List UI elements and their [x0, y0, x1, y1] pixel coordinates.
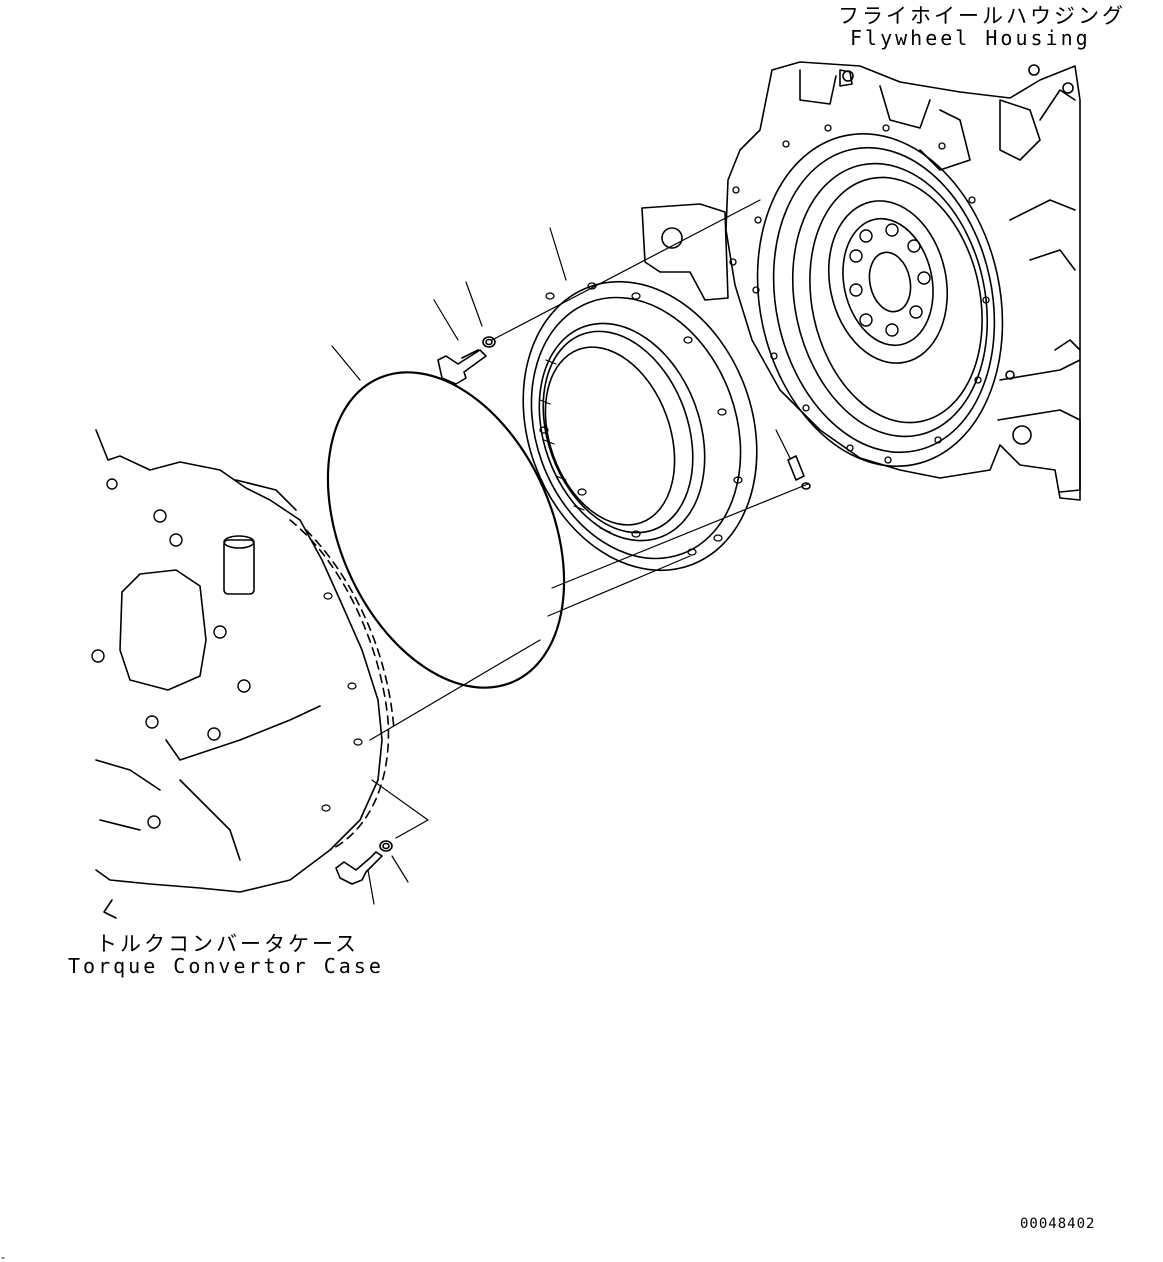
- flywheel-housing-label-en: Flywheel Housing: [850, 26, 1091, 50]
- upper-washer: [482, 336, 496, 348]
- lower-bolt: [335, 851, 383, 885]
- drawing-code: 00048402: [1020, 1216, 1096, 1232]
- adapter-ring: [522, 280, 758, 572]
- torque-converter-case: [91, 429, 395, 919]
- flywheel-housing-label-jp: フライホイールハウジング: [838, 4, 1126, 28]
- flywheel-housing: [641, 61, 1081, 501]
- torque-converter-label-en: Torque Convertor Case: [68, 954, 384, 978]
- lower-washer: [379, 840, 393, 852]
- o-ring: [326, 371, 566, 689]
- leader-lines: [331, 199, 809, 905]
- torque-converter-label-jp: トルクコンバータケース: [96, 932, 359, 956]
- upper-bolt: [437, 349, 487, 385]
